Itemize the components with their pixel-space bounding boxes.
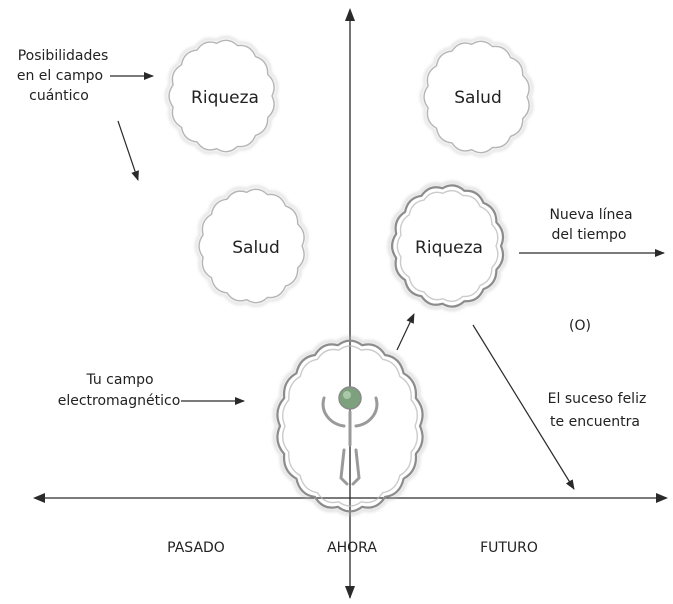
cloud-label-riqueza-active: Riqueza — [415, 238, 483, 258]
axis-label-now: AHORA — [327, 540, 377, 556]
possibilities-note: Posibilidades en el campo cuántico — [17, 48, 108, 104]
cloud-outer-glow — [419, 36, 534, 158]
person-right-leg — [351, 448, 361, 486]
arrow-happy-event — [472, 324, 575, 490]
person-head — [338, 386, 362, 410]
cloud-label-riqueza-top: Riqueza — [191, 88, 259, 108]
timeline-text-line2: del tiempo — [552, 227, 627, 243]
cloud-outline — [276, 339, 424, 513]
cloud-label-salud-mid: Salud — [232, 238, 280, 258]
event-text-line1: El suceso feliz — [548, 391, 647, 407]
cloud-outline — [423, 40, 530, 154]
arrow-possibilities-down — [117, 120, 139, 181]
time-axis-right-arrow — [656, 493, 668, 503]
possibilities-text-line1: Posibilidades — [18, 48, 109, 64]
axis-label-future: FUTURO — [480, 540, 538, 556]
cloud-outline — [391, 184, 505, 308]
event-text-line2: te encuentra — [550, 414, 640, 430]
cloud-inner-outline — [281, 345, 419, 507]
cloud-riqueza-active — [387, 180, 508, 312]
cloud-label-salud-top: Salud — [454, 88, 502, 108]
field-text-line2: electromagnético — [58, 393, 181, 409]
event-note: El suceso feliz te encuentra — [548, 391, 647, 430]
timeline-text-line1: Nueva línea — [549, 207, 632, 223]
field-text-line1: Tu campo — [85, 372, 153, 388]
cloud-riqueza-top — [164, 35, 279, 157]
person-right-arm — [354, 396, 379, 428]
person-left-leg — [339, 448, 349, 486]
timeline-note: Nueva línea del tiempo — [549, 207, 632, 243]
possibilities-text-line3: cuántico — [29, 88, 89, 104]
person-figure — [321, 386, 379, 486]
vertical-axis-top-arrow — [345, 8, 355, 21]
possibilities-text-line2: en el campo — [17, 68, 103, 84]
cloud-outer-glow — [194, 184, 309, 308]
cloud-outline — [198, 188, 305, 304]
cloud-salud-top — [419, 36, 534, 158]
cloud-outer-glow — [272, 335, 428, 517]
arrow-field-to-riqueza — [396, 313, 415, 351]
cloud-outline — [168, 39, 275, 153]
time-axis-left-arrow — [33, 493, 45, 503]
cloud-outer-glow — [164, 35, 279, 157]
person-left-arm — [321, 396, 346, 428]
axis-label-past: PASADO — [167, 540, 225, 556]
vertical-axis-bottom-arrow — [345, 586, 355, 599]
field-note: Tu campo electromagnético — [58, 372, 181, 409]
cloud-electromagnetic-field — [272, 335, 428, 517]
cloud-salud-mid — [194, 184, 309, 308]
cloud-inner-outline — [396, 189, 499, 303]
cloud-outer-glow — [387, 180, 508, 312]
person-head-highlight — [343, 391, 351, 399]
or-label: (O) — [569, 318, 591, 334]
vertical-axis — [345, 8, 355, 599]
